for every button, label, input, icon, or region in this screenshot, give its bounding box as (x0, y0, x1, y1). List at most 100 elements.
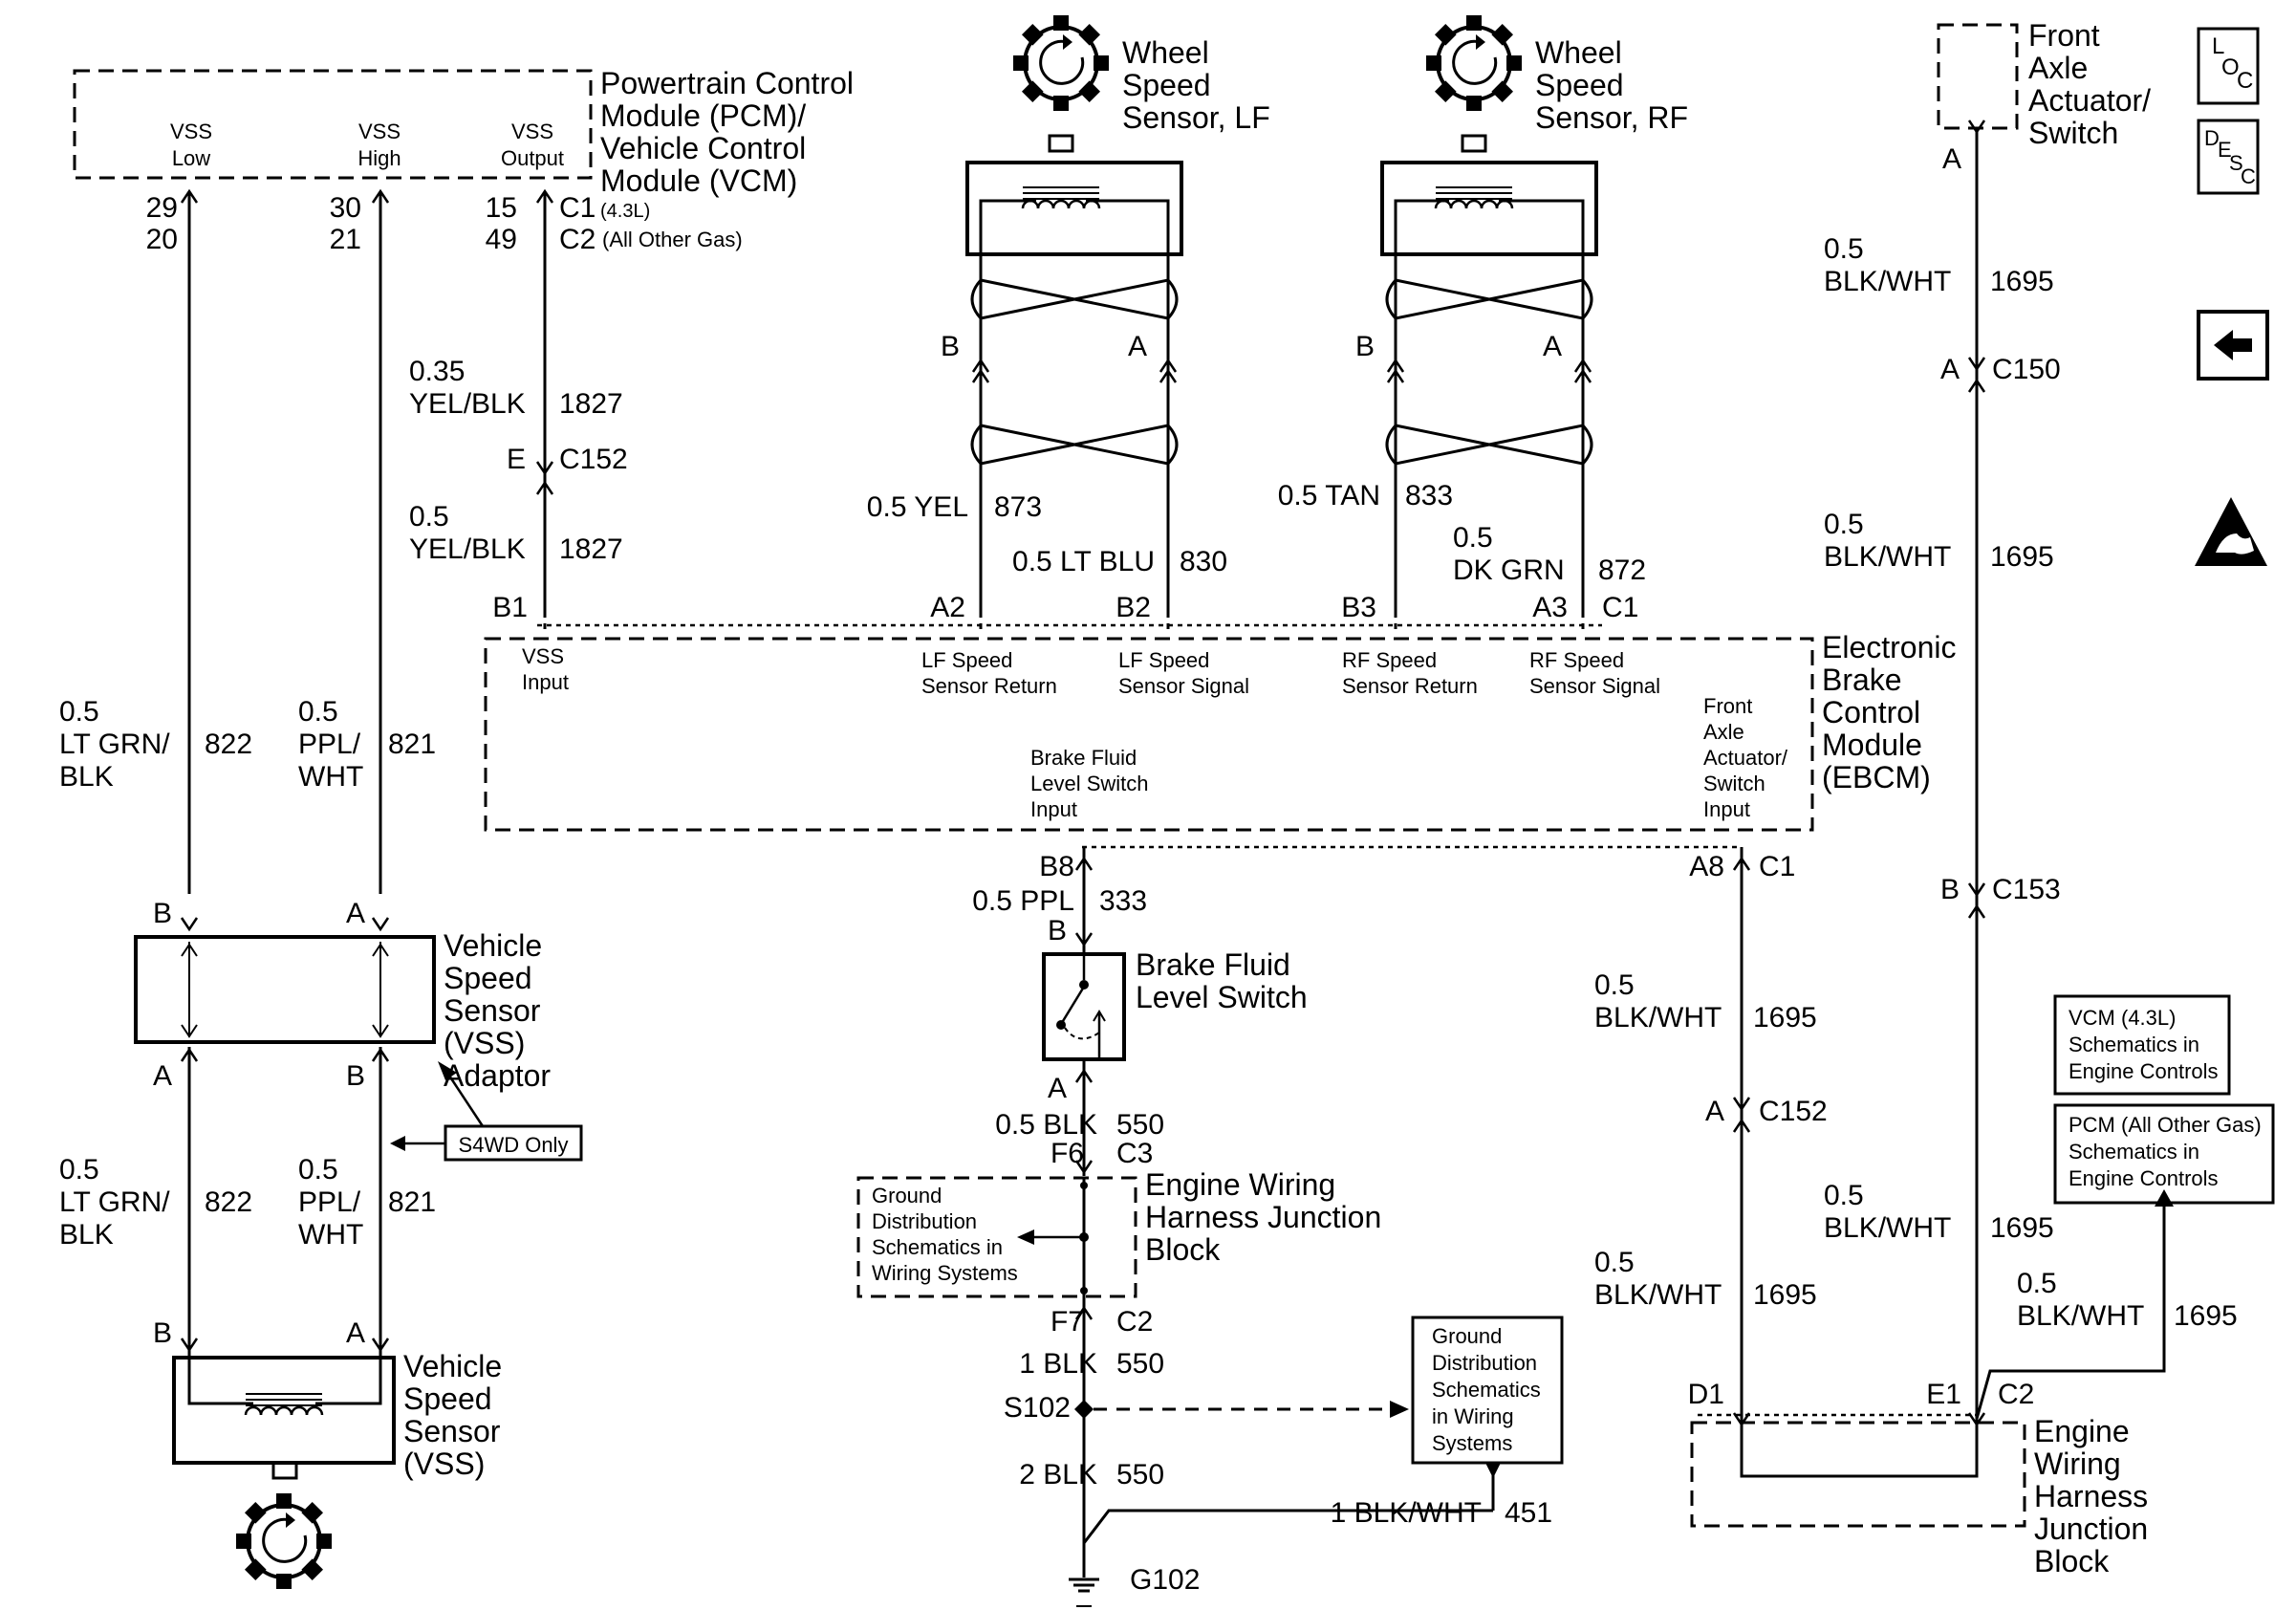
ewhjb-left-box (856, 1176, 1137, 1298)
connector-mark (1074, 1068, 1094, 1083)
ebcm-input-label: Sensor Signal (1118, 674, 1249, 698)
connector-mark (1074, 932, 1094, 947)
sensor-tooth (1021, 80, 1044, 103)
sensor-tooth (1466, 96, 1482, 111)
connector-pin: E (507, 444, 526, 475)
wss-rf-twist-1 (1385, 278, 1593, 320)
connector-mark (371, 1338, 390, 1353)
front-axle-title: Switch (2028, 116, 2118, 150)
wire-size: 0.5 (59, 1154, 99, 1186)
ebcm-input-label: RF Speed (1529, 648, 1624, 672)
vss-adaptor-title: Vehicle (444, 928, 542, 963)
connector-mark (1967, 882, 1986, 898)
connector-mark (535, 461, 554, 476)
ground-ref-text: Systems (1432, 1431, 1512, 1455)
wire-color: WHT (298, 761, 363, 793)
wire-color: WHT (298, 1219, 363, 1251)
ground-ref-text: Ground (1432, 1324, 1502, 1348)
sensor-tooth (236, 1534, 251, 1549)
splice-s102 (1074, 1400, 1094, 1419)
wss-rf-coil (1434, 199, 1514, 209)
connector-mark (1159, 368, 1178, 383)
coil-turn (259, 1405, 278, 1416)
pin-number: 29 (146, 192, 178, 224)
wire-label: 0.5 TAN (1278, 480, 1380, 511)
connector-mark (1573, 368, 1592, 383)
wire-circuit: 872 (1598, 555, 1646, 586)
esd-triangle (2195, 497, 2267, 566)
pcm-pin-label: Output (501, 146, 564, 170)
arrow-head (372, 943, 389, 957)
pin-label: A (346, 898, 365, 929)
wss-lf-title: Speed (1122, 68, 1211, 102)
connector-mark (971, 358, 990, 373)
wire-label: 1 BLK (1019, 1348, 1097, 1380)
ebcm-connector: C1 (1602, 592, 1638, 623)
wire-circuit: 822 (205, 729, 252, 760)
desc-letter: E (2218, 138, 2232, 162)
sensor-lead (315, 1360, 382, 1405)
wss-lf-stub (1048, 134, 1074, 153)
wire-circuit: 1695 (1753, 1002, 1817, 1033)
pin-label: B (153, 898, 172, 929)
connector-mark (1074, 1160, 1094, 1175)
wire-circuit: 1695 (2174, 1300, 2238, 1332)
connector-id: C2 (1116, 1306, 1153, 1338)
coil-turn (244, 1405, 263, 1416)
connector-id: C152 (1759, 1096, 1828, 1127)
wire-label: 0.5 PPL (972, 885, 1074, 917)
wire-1695 (1975, 1207, 2166, 1420)
ewhjb-left-title: Block (1145, 1232, 1221, 1267)
wire-color: PPL/ (298, 729, 361, 760)
wire-circuit: 1827 (559, 388, 623, 420)
ebcm-title: (EBCM) (1822, 760, 1931, 794)
ground-ref-arrowhead (1485, 1463, 1501, 1478)
wire-size: 0.5 (2017, 1268, 2057, 1299)
pcm-ref-box (2053, 1103, 2275, 1205)
pin-number: 15 (486, 192, 517, 224)
ebcm-input-label: Sensor Signal (1529, 674, 1660, 698)
connector-id: C152 (559, 444, 628, 475)
wire-label: 2 BLK (1019, 1459, 1097, 1490)
wire-color: BLK (59, 761, 114, 793)
connector-mark (1159, 358, 1178, 373)
wss-rf-ring (1426, 15, 1522, 111)
wire-circuit: 1827 (559, 533, 623, 565)
coil-turn (290, 1405, 309, 1416)
back-arrow-icon (2197, 310, 2269, 381)
coil-turn (1495, 199, 1514, 209)
pin-label: A (1940, 354, 1960, 385)
ebcm-input-label: Brake Fluid (1030, 746, 1137, 770)
ebcm-title: Module (1822, 728, 1922, 762)
wss-lf-box (965, 161, 1183, 256)
loc-letter: C (2237, 68, 2253, 94)
connector-note: (4.3L) (600, 201, 650, 222)
switch-contact (1056, 1020, 1066, 1030)
ewhjb-left-title: Harness Junction (1145, 1200, 1381, 1234)
wire-size: 0.35 (409, 356, 465, 387)
coil-turn (1434, 199, 1453, 209)
ebcm-title: Electronic (1822, 630, 1957, 664)
pin-label: A (1705, 1096, 1724, 1127)
ewhjb-left-title: Engine Wiring (1145, 1167, 1335, 1202)
ebcm-input-label: LF Speed (1118, 648, 1209, 672)
ebcm-input-label: Sensor Return (921, 674, 1057, 698)
rotation-arc (262, 1517, 308, 1563)
ebcm-pin: A8 (1689, 851, 1724, 882)
pin-label: B (941, 331, 960, 362)
pin-number: 49 (486, 224, 517, 255)
wire-circuit: 822 (205, 1186, 252, 1218)
connector-id: C1 (559, 192, 596, 224)
ebcm-input-label: LF Speed (921, 648, 1012, 672)
wire-color: BLK/WHT (2017, 1300, 2144, 1332)
junction-bus (1740, 1421, 1979, 1478)
wire-circuit: 1695 (1990, 541, 2054, 573)
pin-label: A (1543, 331, 1562, 362)
connector-mark (1732, 1097, 1751, 1112)
coil-turn (1067, 199, 1086, 209)
ebcm-pin: B3 (1341, 592, 1376, 623)
connector-id: C3 (1116, 1138, 1153, 1169)
ebcm-pin: A2 (930, 592, 965, 623)
vcm-ref-text: VCM (4.3L) (2069, 1006, 2176, 1030)
